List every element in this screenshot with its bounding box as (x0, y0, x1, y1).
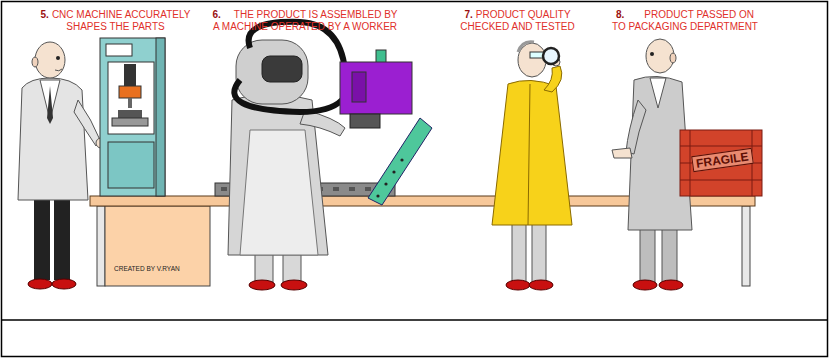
leg (662, 225, 677, 282)
shoe (659, 280, 683, 290)
inspector (492, 42, 572, 290)
head (518, 43, 546, 77)
step-caption: 6.THE PRODUCT IS ASSEMBLED BY A MACHINE … (210, 9, 400, 33)
suited-worker (228, 22, 345, 290)
step-description: PRODUCT QUALITY CHECKED AND TESTED (460, 9, 574, 32)
crate-plank (680, 146, 762, 147)
chuck (119, 86, 141, 98)
belt-slot (365, 187, 371, 191)
step-caption: 7.PRODUCT QUALITY CHECKED AND TESTED (455, 9, 580, 33)
chute-hole (384, 182, 387, 185)
crate-body (680, 130, 762, 196)
chute-hole (400, 158, 403, 161)
head (35, 42, 65, 78)
leg (54, 200, 70, 280)
chute (368, 118, 432, 205)
coat (18, 78, 88, 200)
cutter (128, 98, 132, 108)
visor (262, 56, 302, 82)
crate-plank (680, 180, 762, 181)
step-caption: 5.CNC MACHINE ACCURATELY SHAPES THE PART… (33, 9, 198, 33)
machine-base (108, 142, 154, 188)
hair (518, 42, 534, 52)
ear (32, 57, 38, 67)
step-description: PRODUCT PASSED ON TO PACKAGING DEPARTMEN… (612, 9, 758, 32)
shoe (529, 280, 553, 290)
bench-leg (742, 206, 750, 286)
hand (612, 148, 632, 158)
mouth (55, 69, 62, 71)
magnifier (543, 48, 559, 64)
belt-slot (221, 187, 227, 191)
leg (532, 222, 546, 282)
credit-note: CREATED BY V.RYAN (114, 265, 180, 272)
shoe (249, 280, 275, 290)
machine-head (350, 114, 380, 128)
callout-number: 6. (212, 9, 220, 20)
step-description: THE PRODUCT IS ASSEMBLED BY A MACHINE OP… (213, 9, 398, 32)
shoe (52, 279, 76, 289)
step-description: CNC MACHINE ACCURATELY SHAPES THE PARTS (52, 9, 191, 32)
coat-seam (528, 84, 530, 225)
arm (626, 100, 646, 154)
arm (544, 66, 562, 92)
callout-number: 5. (41, 9, 49, 20)
callout-number: 8. (616, 9, 624, 20)
frame-divider (1, 319, 828, 321)
arm (74, 100, 100, 146)
belt-slot (333, 187, 339, 191)
lab-coat (492, 80, 572, 225)
belt-slot (349, 187, 355, 191)
shoe (633, 280, 657, 290)
hood (236, 40, 308, 104)
shirt (650, 78, 666, 108)
apron (240, 130, 318, 255)
machine-panel (352, 72, 366, 102)
bench-cabinet (105, 206, 210, 286)
callout-number: 7. (464, 9, 472, 20)
assembly-machine (340, 50, 432, 205)
machine-body (100, 38, 165, 196)
shoe (281, 280, 307, 290)
ear (670, 53, 676, 63)
crate (680, 130, 762, 196)
eye (56, 56, 60, 60)
step-caption: 8.PRODUCT PASSED ON TO PACKAGING DEPARTM… (609, 9, 761, 33)
tie (47, 86, 53, 124)
spindle (124, 64, 136, 86)
hose (234, 80, 342, 112)
machine-side (156, 38, 165, 196)
eye (650, 52, 654, 56)
machine-panel (106, 44, 132, 56)
shoe (506, 280, 530, 290)
frame (2, 2, 828, 357)
shoe (28, 279, 52, 289)
leg (640, 225, 655, 282)
chute-hole (392, 170, 395, 173)
leg (512, 222, 526, 282)
crate-batten (690, 130, 691, 196)
cnc-machine (100, 38, 165, 196)
workpiece (118, 110, 142, 118)
machine-bed (112, 118, 148, 126)
chute-hole (376, 194, 379, 197)
machinist (18, 42, 106, 289)
machine-window (108, 62, 154, 134)
machine-housing (340, 62, 412, 114)
leg (34, 200, 50, 280)
bench-leg (97, 206, 105, 286)
